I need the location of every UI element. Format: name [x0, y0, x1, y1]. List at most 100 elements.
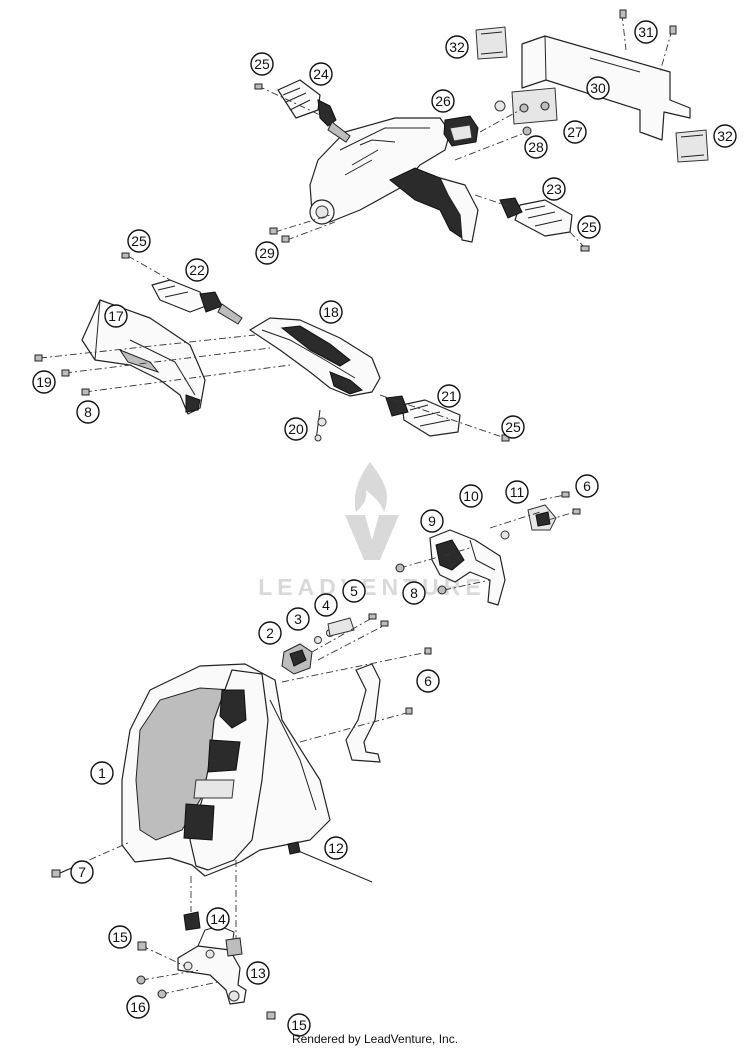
leadventure-watermark: LEADVENTURE: [258, 462, 481, 600]
callout-31: 31: [634, 20, 658, 44]
callout-9: 9: [420, 509, 444, 533]
turn-signal-23: [499, 197, 573, 237]
callout-12: 12: [324, 836, 348, 860]
svg-text:21: 21: [441, 388, 457, 404]
svg-text:27: 27: [567, 124, 583, 140]
turn-signal-24: [277, 79, 351, 143]
callout-14: 14: [206, 907, 230, 931]
callout-6-lower: 6: [416, 669, 440, 693]
svg-text:12: 12: [328, 840, 344, 856]
callout-3: 3: [286, 607, 310, 631]
svg-text:30: 30: [590, 80, 606, 96]
callout-32-right: 32: [713, 124, 737, 148]
rubber-mount-14: [183, 860, 243, 957]
callout-17: 17: [104, 304, 128, 328]
callout-19: 19: [32, 370, 56, 394]
callout-28: 28: [524, 135, 548, 159]
callout-18: 18: [319, 300, 343, 324]
callout-15-upper: 15: [108, 925, 132, 949]
svg-text:24: 24: [313, 66, 329, 82]
screws-9: [395, 491, 581, 595]
callout-24: 24: [309, 62, 333, 86]
callout-29: 29: [255, 241, 279, 265]
cable-tie-12: [287, 841, 373, 883]
svg-text:13: 13: [250, 965, 266, 981]
svg-text:26: 26: [435, 93, 451, 109]
callout-15-lower: 15: [287, 1013, 311, 1037]
svg-text:3: 3: [294, 611, 302, 627]
svg-text:8: 8: [84, 404, 92, 420]
callout-22: 22: [185, 258, 209, 282]
bracket-6-lower: [281, 647, 432, 763]
svg-text:25: 25: [254, 56, 270, 72]
svg-text:25: 25: [505, 419, 521, 435]
callout-20: 20: [284, 417, 308, 441]
callout-27: 27: [563, 120, 587, 144]
svg-text:16: 16: [130, 999, 146, 1015]
svg-text:9: 9: [428, 513, 436, 529]
svg-text:25: 25: [581, 219, 597, 235]
svg-text:23: 23: [546, 181, 562, 197]
callout-8-middle: 8: [76, 400, 100, 424]
bracket-9: [429, 529, 506, 606]
svg-text:6: 6: [583, 478, 591, 494]
svg-text:32: 32: [717, 128, 733, 144]
svg-text:19: 19: [36, 374, 52, 390]
svg-text:6: 6: [424, 673, 432, 689]
svg-text:32: 32: [449, 39, 465, 55]
svg-text:29: 29: [259, 245, 275, 261]
callout-7: 7: [70, 860, 94, 884]
svg-text:5: 5: [350, 583, 358, 599]
callout-6-upper: 6: [575, 474, 599, 498]
callout-10: 10: [459, 484, 483, 508]
svg-text:15: 15: [291, 1017, 307, 1033]
socket-2-to-5: [281, 613, 389, 675]
svg-text:20: 20: [288, 421, 304, 437]
headlight-mask-1: [121, 663, 331, 877]
svg-text:18: 18: [323, 304, 339, 320]
svg-text:25: 25: [131, 233, 147, 249]
tail-light-housing-18: [249, 317, 381, 397]
callout-2: 2: [258, 621, 282, 645]
cover-17: [81, 299, 206, 415]
callout-32-top: 32: [445, 35, 469, 59]
plate-holder-27: [511, 87, 558, 125]
license-plate-light: [443, 115, 479, 147]
svg-text:28: 28: [528, 139, 544, 155]
reflector-32: [475, 26, 709, 163]
svg-text:14: 14: [210, 911, 226, 927]
relay-11: [527, 504, 557, 531]
license-plate-bracket: [309, 117, 479, 243]
svg-text:15: 15: [112, 929, 128, 945]
footer-credit: Rendered by LeadVenture, Inc.: [291, 1032, 459, 1046]
callout-23: 23: [542, 177, 566, 201]
svg-text:10: 10: [463, 488, 479, 504]
svg-text:1: 1: [98, 765, 106, 781]
callout-26: 26: [431, 89, 455, 113]
callout-21: 21: [437, 384, 461, 408]
svg-text:22: 22: [189, 262, 205, 278]
callout-5: 5: [342, 579, 366, 603]
callout-16: 16: [126, 995, 150, 1019]
callout-1: 1: [90, 761, 114, 785]
screws-15-16: [136, 941, 276, 1020]
callout-25-top-right: 25: [577, 215, 601, 239]
screws-top: [254, 9, 677, 252]
svg-text:11: 11: [510, 484, 525, 500]
callout-25-middle-left: 25: [127, 229, 151, 253]
callout-30: 30: [586, 76, 610, 100]
svg-text:4: 4: [322, 597, 330, 613]
svg-text:31: 31: [638, 24, 654, 40]
turn-signal-21: [385, 395, 461, 437]
callout-13: 13: [246, 961, 270, 985]
callout-4: 4: [314, 593, 338, 617]
svg-text:17: 17: [108, 308, 124, 324]
callout-25-top-left: 25: [250, 52, 274, 76]
callout-8-lower: 8: [402, 581, 426, 605]
callout-11: 11: [505, 480, 529, 504]
turn-signal-22: [151, 279, 243, 325]
svg-text:7: 7: [78, 864, 86, 880]
svg-text:2: 2: [266, 625, 274, 641]
callout-25-middle-right: 25: [501, 415, 525, 439]
